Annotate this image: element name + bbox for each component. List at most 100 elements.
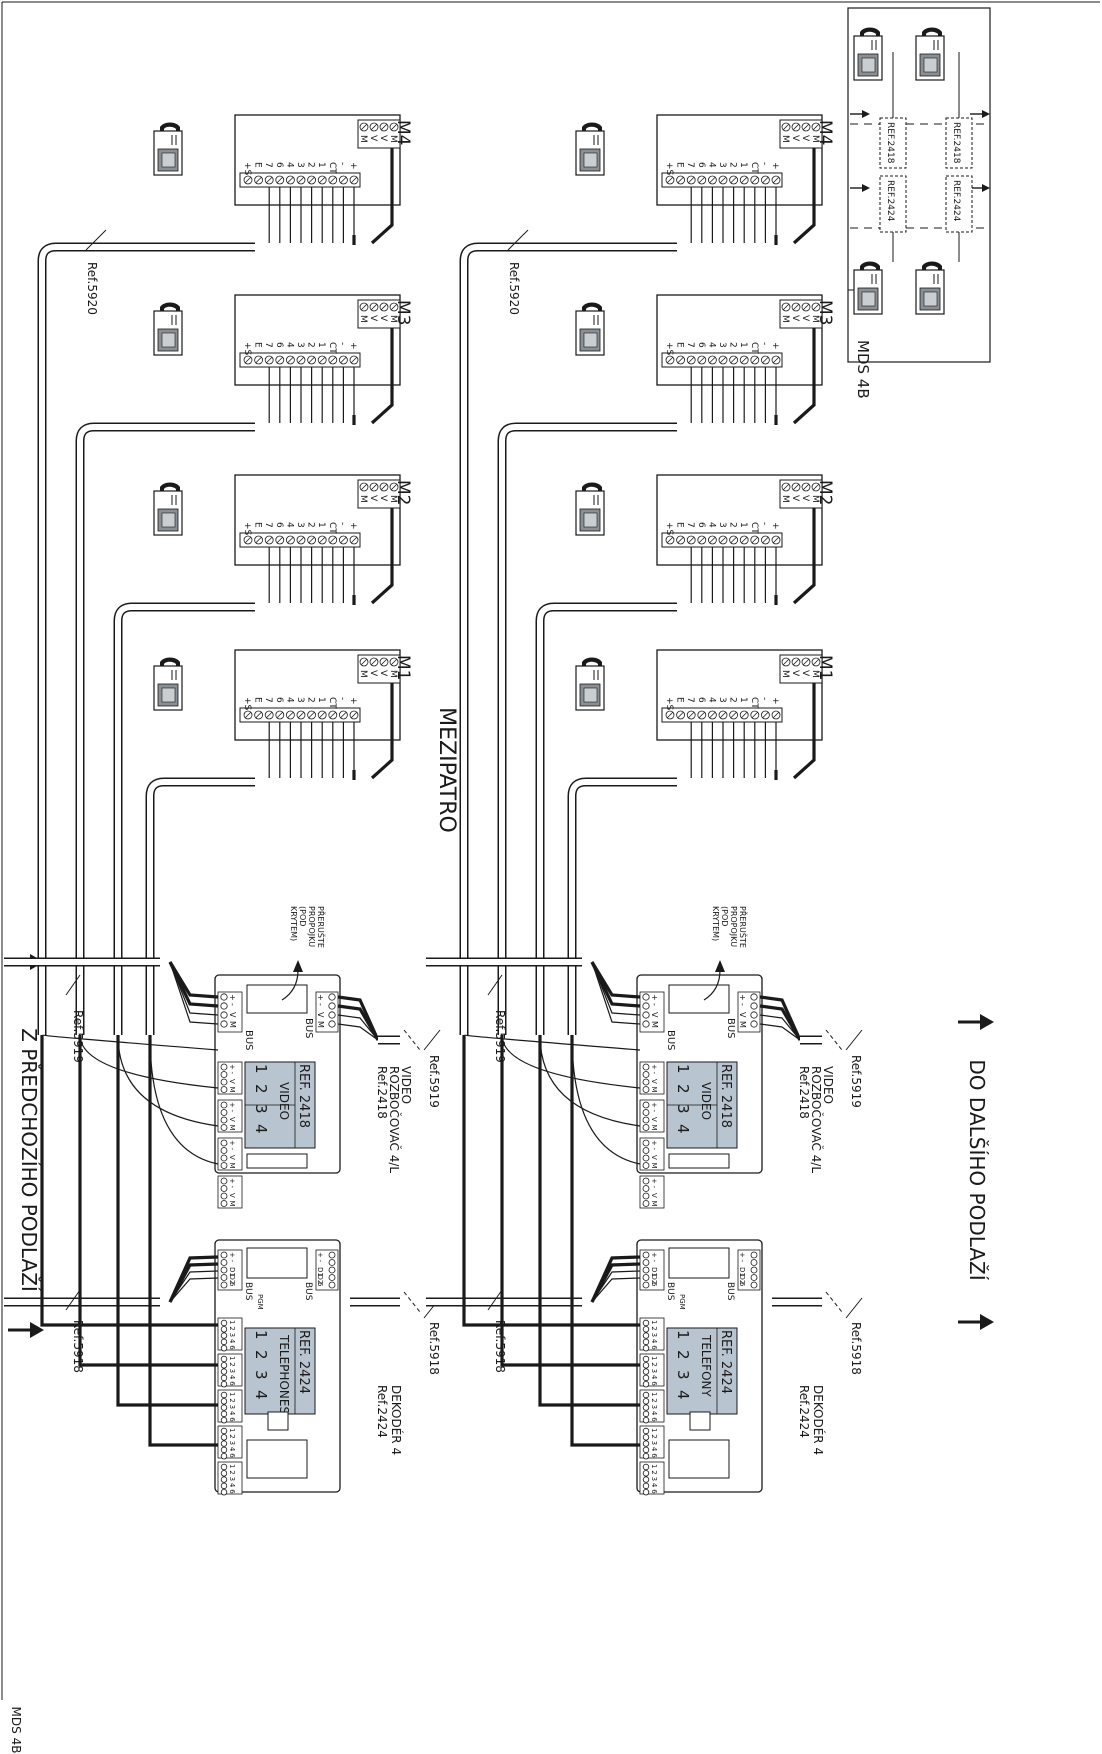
svg-text:MEZIPATRO: MEZIPATRO: [434, 707, 459, 833]
decoder-bus-terminal-label: -: [650, 1260, 658, 1263]
video-output-number: 3: [252, 1104, 270, 1114]
video-out-terminal-label: +: [228, 1102, 236, 1108]
monitor-terminal-label: 4: [284, 342, 294, 348]
monitor-terminal-label: +S: [242, 697, 252, 711]
inset-title: MDS 4B: [854, 340, 872, 399]
monitor-terminal-label: 2: [728, 697, 738, 703]
monitor-label: M3: [393, 300, 413, 325]
decoder-out-terminal-label: 2: [228, 1398, 236, 1402]
video-out-terminal-label: V: [228, 1155, 236, 1160]
monitor-terminal-label: E: [675, 697, 685, 703]
handset-icon: [153, 481, 183, 536]
monitor-terminal-label: 2: [728, 162, 738, 168]
monitor-video-terminal-label: V: [378, 315, 388, 322]
monitor-label: M3: [815, 300, 835, 325]
video-out-terminal-label: V: [228, 1079, 236, 1084]
decoder: REF. 2424TELEPHONES123412346123461234612…: [214, 1239, 404, 1496]
decoder-bus-terminal-label: 6: [650, 1282, 658, 1287]
video-out-terminal-label: M: [228, 1201, 236, 1207]
monitor-video-terminal-label: M: [810, 135, 820, 143]
video-output-number: 2: [674, 1084, 692, 1094]
video-out-terminal-label: M: [228, 1163, 236, 1169]
video-splitter-name: ROZBOČOVAČ 4/L: [387, 1066, 402, 1173]
decoder-out-terminal-label: 4: [228, 1411, 236, 1416]
center-label: MEZIPATRO: [434, 707, 459, 833]
monitor-video-terminal-label: V: [790, 135, 800, 142]
svg-text:MDS 4B: MDS 4B: [9, 1707, 23, 1754]
monitor-terminal-label: -: [759, 697, 769, 700]
decoder-panel-ref: REF. 2424: [296, 1330, 311, 1394]
inset-ref-bottom-2: REF.2424: [951, 180, 961, 222]
cable-ref-5918-out: Ref.5918: [427, 1322, 441, 1375]
decoder-bus-terminal-label: 6: [738, 1282, 746, 1287]
decoder-out-terminal-label: 6: [228, 1417, 236, 1422]
monitor-video-terminal-label: V: [368, 315, 378, 322]
video-bus-terminal-label: M: [228, 1021, 237, 1028]
video-bus-terminal-label: +: [650, 994, 659, 1001]
decoder-out-terminal-label: 6: [650, 1489, 658, 1494]
monitor-video-terminal-label: M: [780, 315, 790, 323]
monitor-terminal-label: 2: [728, 342, 738, 348]
monitor-video-terminal-label: V: [800, 135, 810, 142]
monitor-terminal-label: +: [348, 162, 358, 170]
right-edge-label: DO DALŠÍHO PODLAŽÍ: [965, 1059, 989, 1280]
decoder-output-number: 1: [674, 1330, 692, 1340]
video-bus-label: BUS: [303, 1018, 314, 1039]
decoder-bus-label: BUS: [303, 1282, 313, 1301]
monitor-terminal-label: +: [348, 342, 358, 350]
monitor-terminal-label: 6: [274, 342, 284, 348]
monitor-terminal-label: 1: [316, 342, 326, 348]
monitor-terminal-label: 2: [728, 522, 738, 528]
handset-icon: [575, 121, 605, 176]
monitor-terminal-label: 1: [738, 162, 748, 168]
monitor-terminal-label: +: [770, 522, 780, 530]
decoder-out-terminal-label: 3: [650, 1369, 658, 1373]
monitor-terminal-label: 6: [696, 162, 706, 168]
video-bus-terminal-label: -: [316, 1003, 325, 1006]
decoder-out-terminal-label: 1: [650, 1392, 658, 1396]
monitor-terminal-label: +S: [242, 522, 252, 536]
decoder-output-number: 3: [252, 1370, 270, 1380]
monitor-terminal-label: 4: [284, 162, 294, 168]
video-bus-label: BUS: [665, 1030, 676, 1051]
monitor-terminal-label: E: [675, 162, 685, 168]
decoder-bus-terminal-label: +: [650, 1252, 658, 1258]
decoder-out-terminal-label: 1: [650, 1320, 658, 1324]
monitor-video-terminal-label: M: [810, 315, 820, 323]
monitor-terminal-label: 2: [306, 342, 316, 348]
decoder-bus-terminal-label: +: [316, 1252, 324, 1258]
decoder-bus-terminal-label: D1: [650, 1267, 658, 1277]
video-output-number: 4: [674, 1124, 692, 1134]
decoder-out-terminal-label: 6: [650, 1345, 658, 1350]
monitor-terminal-label: 7: [263, 522, 273, 528]
decoder-output-number: 4: [252, 1390, 270, 1400]
incoming-arrow-bottom: [8, 1322, 44, 1338]
decoder-panel-ref: REF. 2424: [718, 1330, 733, 1394]
monitor-terminal-label: 4: [706, 522, 716, 528]
video-jumper-note: (POD: [298, 906, 307, 926]
cable-ref-5918-out: Ref.5918: [849, 1322, 863, 1375]
monitor-terminal-label: E: [253, 697, 263, 703]
decoder-output-number: 4: [674, 1390, 692, 1400]
decoder-out-terminal-label: 2: [650, 1362, 658, 1366]
decoder-bus-terminal-label: D1: [228, 1267, 236, 1277]
decoder-bus-label: BUS: [243, 1282, 253, 1301]
monitor-terminal-label: +S: [242, 342, 252, 356]
monitor-terminal-label: 1: [316, 162, 326, 168]
monitor-video-terminal-label: M: [780, 670, 790, 678]
video-out-terminal-label: +: [650, 1140, 658, 1146]
decoder-bus-terminal-label: -: [316, 1260, 324, 1263]
monitor-terminal-label: E: [675, 342, 685, 348]
video-out-terminal-label: -: [650, 1110, 658, 1113]
decoder-name: DEKODÉR 4: [811, 1385, 826, 1455]
monitor-terminal-label: +: [348, 697, 358, 705]
decoder-out-terminal-label: 4: [650, 1375, 658, 1380]
monitor-terminal-label: 6: [274, 522, 284, 528]
monitor-terminal-label: E: [253, 162, 263, 168]
video-splitter-name: VIDEO: [821, 1066, 835, 1104]
video-bus-terminal-label: V: [650, 1012, 659, 1018]
decoder-bus-terminal-label: D2: [650, 1275, 658, 1285]
